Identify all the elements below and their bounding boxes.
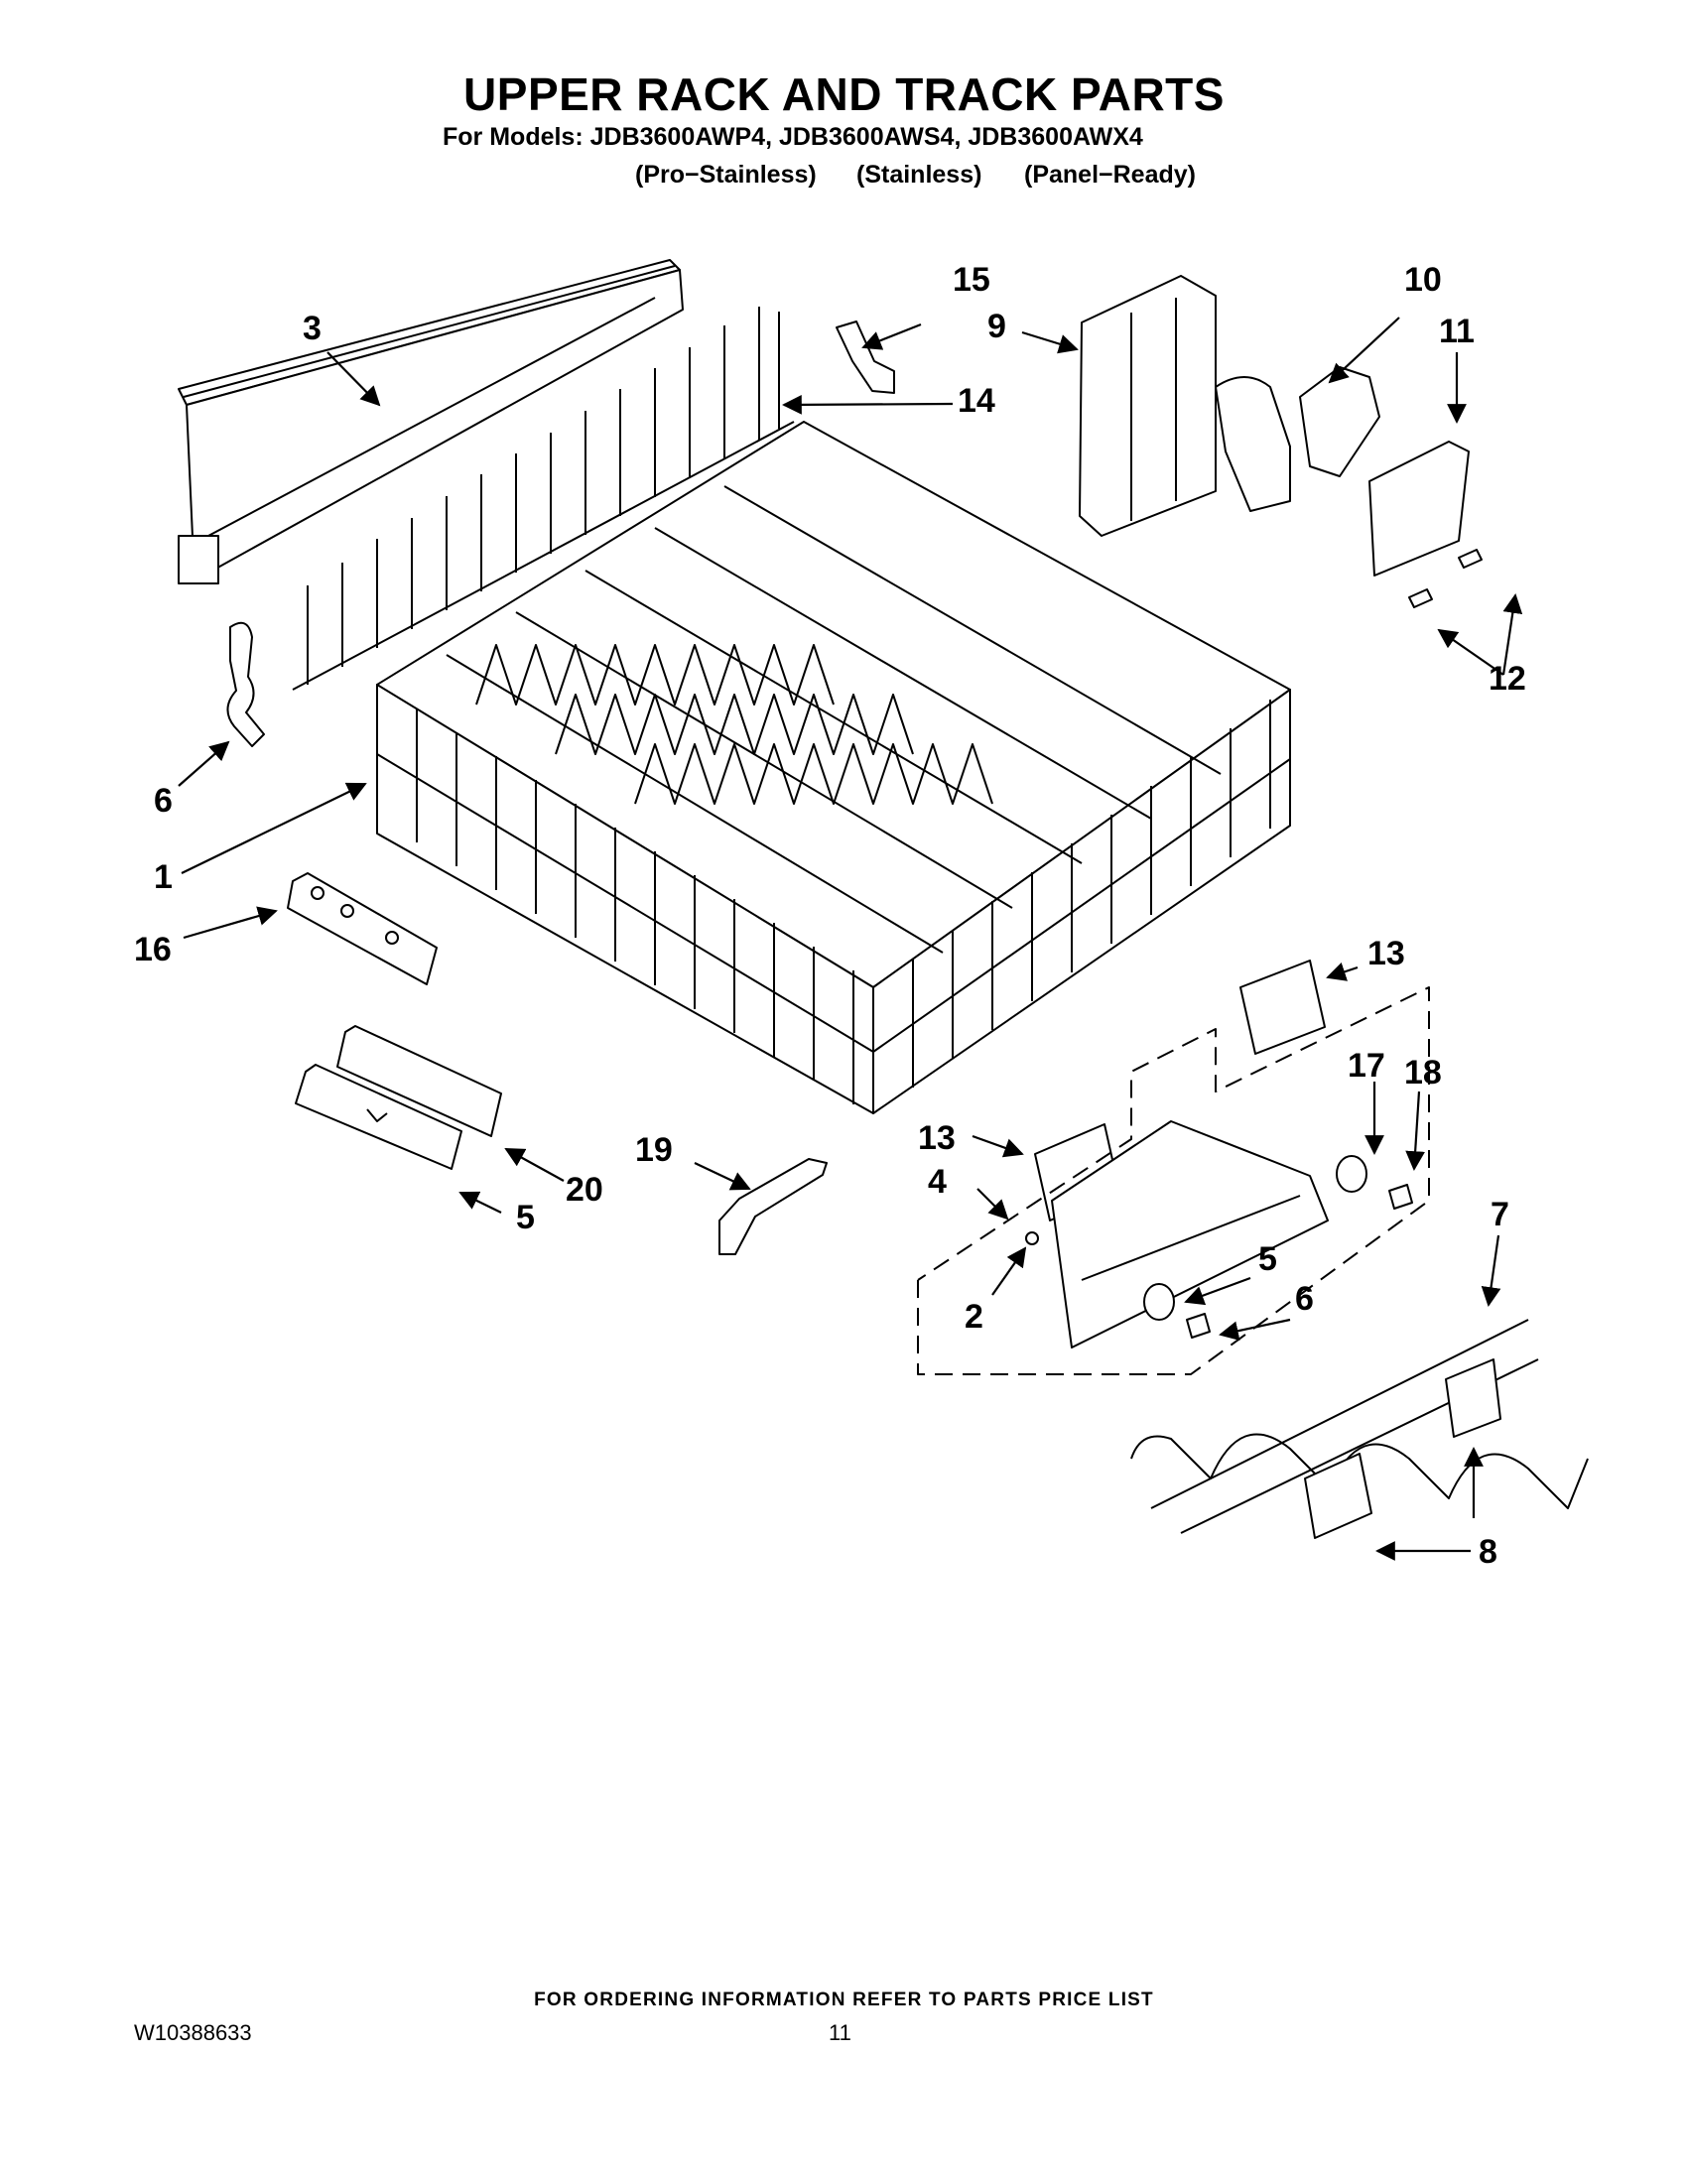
callout-18: 18: [1404, 1054, 1442, 1092]
adjuster-actuator-part: [1215, 366, 1380, 512]
clip-part-15: [836, 321, 895, 394]
callout-6-left: 6: [154, 782, 173, 820]
rack-bracket-part: [287, 872, 438, 985]
upper-rack-basket: [376, 421, 1291, 1114]
page-number: 11: [829, 2020, 851, 2045]
rack-hook-part: [226, 621, 265, 747]
callout-3: 3: [303, 310, 322, 347]
document-number: W10388633: [134, 2020, 252, 2045]
callout-4: 4: [928, 1163, 947, 1201]
adjuster-housing-part: [1079, 275, 1217, 537]
variant-stainless: (Stainless): [856, 161, 982, 189]
callout-14: 14: [958, 382, 995, 420]
callout-20: 20: [566, 1171, 603, 1209]
callout-13-upper: 13: [1367, 935, 1405, 972]
callout-16: 16: [134, 931, 172, 968]
dashed-assembly-outline: [917, 986, 1430, 1375]
callout-5-left: 5: [516, 1199, 535, 1236]
callout-15: 15: [953, 261, 990, 299]
adjuster-frame-part: [1051, 1120, 1329, 1349]
lever-part: [718, 1158, 828, 1255]
callout-17: 17: [1348, 1047, 1385, 1085]
track-rail-part: [178, 259, 684, 584]
callout-11: 11: [1439, 313, 1475, 350]
adjuster-cover-part: [1368, 441, 1470, 577]
page-title: UPPER RACK AND TRACK PARTS: [463, 68, 1225, 120]
variant-panel-ready: (Panel−Ready): [1024, 161, 1196, 189]
handle-cover-part: [295, 1064, 462, 1170]
axle-parts: [1186, 1184, 1413, 1339]
callout-12: 12: [1489, 660, 1526, 698]
callout-5-right: 5: [1258, 1240, 1277, 1278]
track-stop-part-upper: [1239, 960, 1326, 1055]
callout-8: 8: [1479, 1533, 1497, 1571]
callout-10: 10: [1404, 261, 1442, 299]
callout-1: 1: [154, 858, 173, 896]
callout-7: 7: [1491, 1196, 1509, 1233]
leader-arrows: [178, 317, 1523, 1561]
variant-pro-stainless: (Pro−Stainless): [635, 161, 817, 189]
tine-clip-parts: [1304, 1358, 1501, 1539]
models-line: For Models: JDB3600AWP4, JDB3600AWS4, JD…: [443, 123, 1143, 151]
axle-screw-part: [1025, 1231, 1039, 1245]
screw-parts: [1408, 549, 1483, 608]
wheel-parts: [1143, 1155, 1367, 1321]
callout-19: 19: [635, 1131, 673, 1169]
fold-down-tine-row: [292, 307, 795, 691]
callout-2: 2: [965, 1298, 983, 1336]
callout-13-lower: 13: [918, 1119, 956, 1157]
callout-6-right: 6: [1295, 1280, 1314, 1318]
callout-9: 9: [987, 308, 1006, 345]
ordering-note: FOR ORDERING INFORMATION REFER TO PARTS …: [534, 1990, 1154, 2010]
handle-housing-part: [336, 1025, 502, 1137]
